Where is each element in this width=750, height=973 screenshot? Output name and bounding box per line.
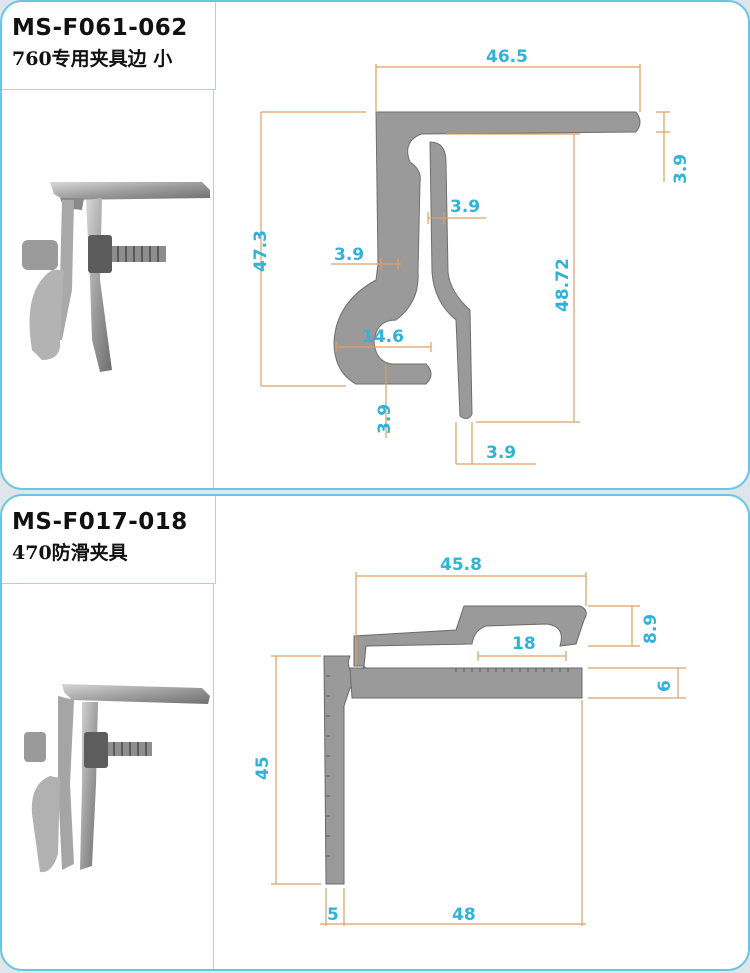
model-description: 760专用夹具边 小 — [12, 48, 173, 70]
dim-base-thickness-label: 6 — [655, 680, 675, 692]
dim-leg-thickness-label: 5 — [327, 905, 339, 925]
title-box: MS-F061-062 760专用夹具边 小 — [2, 2, 216, 90]
dim-hook-width-label: 14.6 — [362, 327, 404, 347]
profile-drawing-bottom: 45.8 8.9 18 6 45 5 48 — [253, 555, 686, 926]
clamp-profile-top — [333, 111, 641, 385]
dim-plate-height-label: 8.9 — [641, 614, 661, 644]
dim-outer-wall-label: 3.9 — [334, 245, 364, 265]
dim-leg-height-label: 45 — [253, 756, 273, 780]
clamp-photo — [24, 684, 210, 873]
model-code: MS-F061-062 — [12, 15, 188, 41]
dim-width-label: 46.5 — [486, 47, 528, 67]
dim-top-thickness-label: 3.9 — [671, 154, 691, 184]
clamp-base — [349, 667, 583, 699]
model-description: 470防滑夹具 — [12, 542, 128, 564]
dim-inner-wall-label: 3.9 — [450, 197, 480, 217]
model-code: MS-F017-018 — [12, 509, 188, 535]
profile-drawing-top: 46.5 3.9 3.9 47.3 3.9 48.72 14.6 3.9 3.9 — [251, 47, 691, 465]
dim-leg-thickness-label: 3.9 — [486, 443, 516, 463]
clamp-panel-bottom: MS-F017-018 470防滑夹具 — [0, 494, 750, 971]
product-photo-column — [2, 584, 214, 969]
product-photo-column — [2, 90, 214, 488]
clamp-top-plate — [353, 605, 587, 667]
dim-height-label: 47.3 — [251, 230, 271, 272]
title-box: MS-F017-018 470防滑夹具 — [2, 496, 216, 584]
dim-inner-height-label: 48.72 — [553, 258, 573, 312]
clamp-panel-top: MS-F061-062 760专用夹具边 小 — [0, 0, 750, 490]
dim-plate-width-label: 45.8 — [440, 555, 482, 575]
dim-gap-label: 18 — [512, 634, 536, 654]
dim-base-width-label: 48 — [452, 905, 476, 925]
clamp-photo — [22, 182, 210, 372]
dim-hook-thickness-label: 3.9 — [375, 404, 395, 434]
